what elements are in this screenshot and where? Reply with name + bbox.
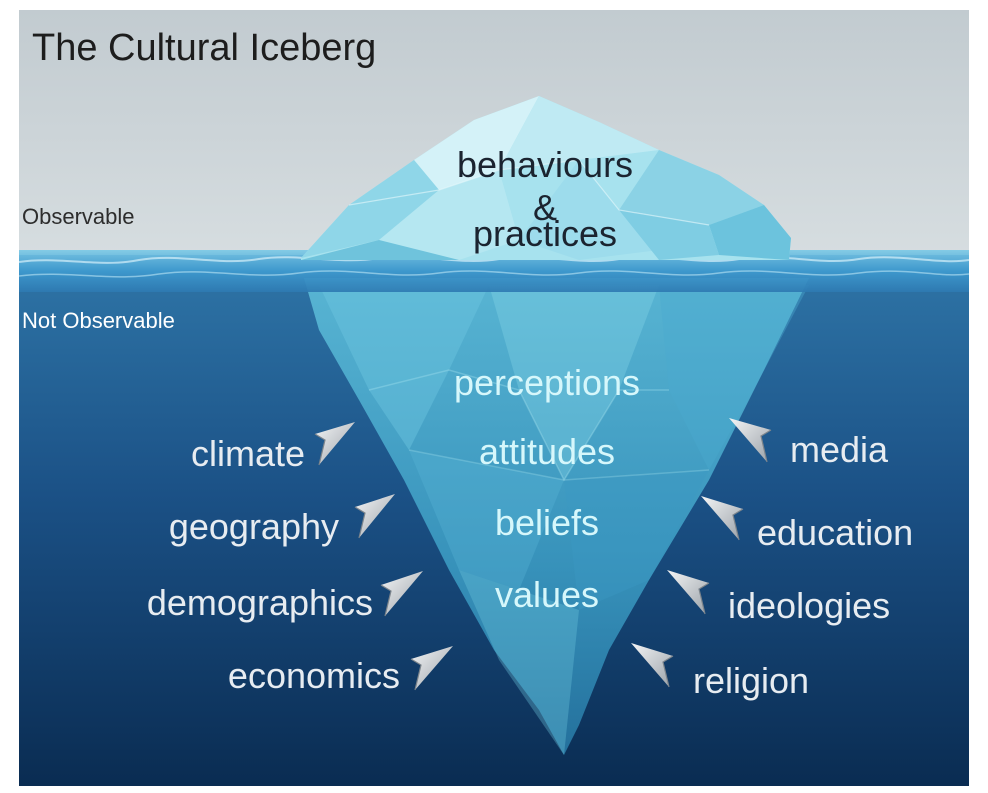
pointer-arrow-icon [410, 646, 453, 691]
pointer-arrow-icon [314, 422, 355, 466]
core-label-attitudes: attitudes [478, 431, 616, 472]
pointer-arrow-icon [631, 643, 674, 688]
external-factor-climate: climate [190, 433, 305, 474]
diagram-title: The Cultural Iceberg [32, 27, 377, 69]
tip-label-ampersand: & [532, 187, 557, 228]
observable-label: Observable [22, 204, 135, 229]
iceberg-tip [301, 96, 791, 260]
tip-label-behaviours: behaviours [456, 144, 634, 185]
pointer-arrow-icon [729, 418, 772, 463]
core-label-perceptions: perceptions [453, 362, 641, 403]
tip-label-practices: practices [472, 213, 618, 254]
external-factor-education: education [757, 512, 914, 553]
external-factor-geography: geography [168, 506, 339, 547]
external-factor-religion: religion [693, 660, 810, 701]
external-factor-economics: economics [227, 655, 400, 696]
core-label-beliefs: beliefs [494, 502, 600, 543]
pointer-arrows [314, 418, 772, 691]
iceberg-diagram: The Cultural Iceberg Observable Not Obse… [19, 10, 969, 786]
iceberg-illustration [19, 10, 969, 786]
external-factor-demographics: demographics [146, 582, 373, 623]
external-factor-media: media [790, 429, 889, 470]
pointer-arrow-icon [701, 496, 744, 541]
core-label-values: values [494, 574, 600, 615]
submerged-iceberg [304, 278, 809, 755]
pointer-arrow-icon [667, 570, 710, 615]
pointer-arrow-icon [380, 571, 423, 617]
external-factor-ideologies: ideologies [728, 585, 891, 626]
not-observable-label: Not Observable [22, 308, 175, 333]
pointer-arrow-icon [354, 494, 395, 539]
